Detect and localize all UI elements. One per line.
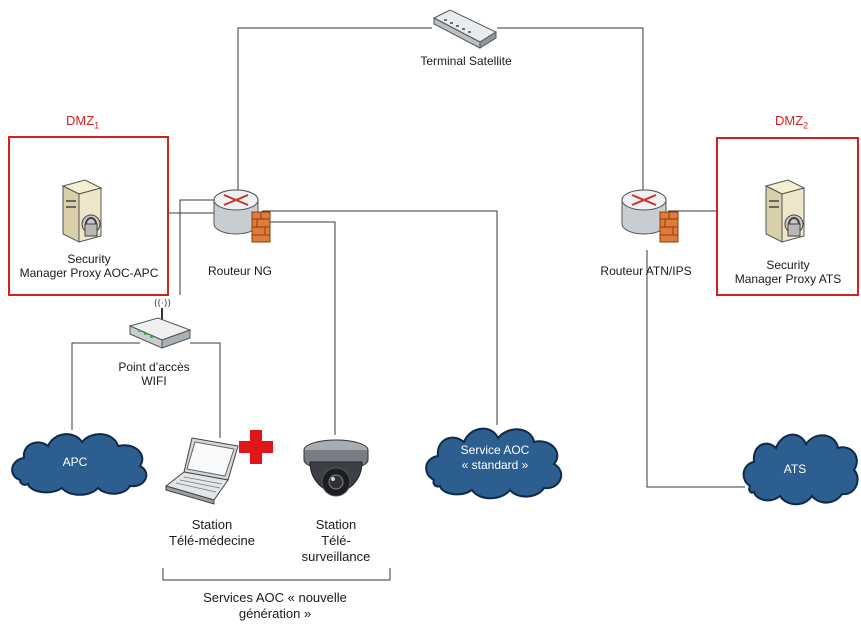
ats-cloud [742, 433, 859, 506]
terminal-satellite-label: Terminal Satellite [420, 54, 512, 68]
wifi-access-point-icon: ((·)) [128, 299, 192, 349]
security-server-icon [61, 179, 103, 243]
router-atn-label: Routeur ATN/IPS [600, 264, 692, 278]
satellite-terminal-icon [432, 9, 498, 49]
service-aoc-label: Service AOC « standard » [460, 443, 530, 472]
svg-text:((·)): ((·)) [154, 299, 171, 309]
surveillance-camera-icon [303, 439, 369, 497]
dmz2-zone [716, 137, 859, 296]
dmz1-label: DMZ1 [66, 113, 100, 131]
apc-cloud [11, 433, 148, 496]
router-atn-icon [621, 189, 679, 243]
security-proxy-apc-label: Security Manager Proxy AOC-APC [19, 252, 159, 280]
telesurveillance-label: Station Télé- surveillance [301, 517, 371, 564]
wifi-label: Point d’accès WIFI [118, 360, 190, 388]
security-server-ats-icon [764, 179, 806, 243]
ats-label: ATS [783, 462, 807, 476]
security-proxy-ats-label: Security Manager Proxy ATS [734, 258, 842, 286]
dmz2-label: DMZ2 [775, 113, 809, 131]
router-ng-label: Routeur NG [207, 264, 273, 278]
medical-cross-icon [239, 430, 273, 464]
router-ng-icon [213, 189, 271, 243]
laptop-icon [164, 437, 239, 505]
dmz1-zone [8, 136, 169, 296]
service-aoc-cloud [425, 427, 563, 500]
telemedecine-label: Station Télé-médecine [169, 517, 255, 548]
services-group-label: Services AOC « nouvelle génération » [203, 590, 347, 621]
apc-label: APC [62, 455, 88, 469]
